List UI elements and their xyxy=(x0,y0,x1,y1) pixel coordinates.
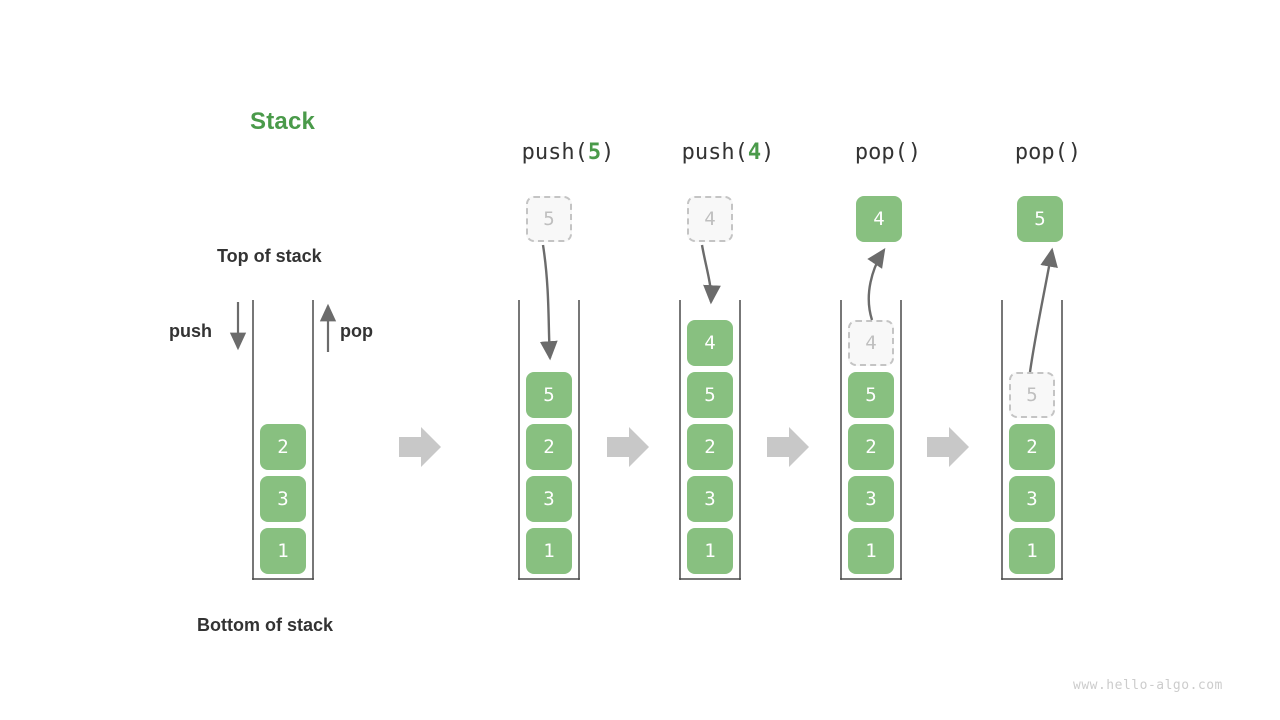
container-wall-right xyxy=(900,300,902,580)
container-wall-left xyxy=(252,300,254,580)
container-floor xyxy=(840,578,902,580)
container-wall-right xyxy=(312,300,314,580)
stack-cell: 2 xyxy=(848,424,894,470)
stack-cell: 3 xyxy=(1009,476,1055,522)
container-floor xyxy=(518,578,580,580)
flow-arrow-1 xyxy=(399,427,441,467)
operation-name: push( xyxy=(521,140,588,165)
stack-cell: 1 xyxy=(260,528,306,574)
stack-cell: 2 xyxy=(260,424,306,470)
popped-element: 4 xyxy=(856,196,902,242)
container-floor xyxy=(1001,578,1063,580)
stack-cell: 1 xyxy=(687,528,733,574)
label-bottom-of-stack: Bottom of stack xyxy=(197,615,334,635)
stack-cell: 5 xyxy=(687,372,733,418)
stack-cell: 3 xyxy=(848,476,894,522)
stack-cell: 3 xyxy=(526,476,572,522)
operation-close-paren: ) xyxy=(907,140,922,165)
label-pop: pop xyxy=(340,321,373,341)
stack-cell: 2 xyxy=(687,424,733,470)
container-floor xyxy=(679,578,741,580)
operation-close-paren: ) xyxy=(761,140,775,165)
flow-arrow-2 xyxy=(607,427,649,467)
stack-cell: 4 xyxy=(687,320,733,366)
operation-header-pop-1: pop() xyxy=(798,140,978,165)
stack-cell-ghost: 4 xyxy=(848,320,894,366)
container-floor xyxy=(252,578,314,580)
operation-header-pop-2: pop() xyxy=(958,140,1138,165)
operation-argument: 4 xyxy=(747,140,762,165)
label-push: push xyxy=(169,321,212,341)
stack-cell: 1 xyxy=(1009,528,1055,574)
container-wall-right xyxy=(739,300,741,580)
container-wall-left xyxy=(840,300,842,580)
container-wall-left xyxy=(518,300,520,580)
stack-cell: 3 xyxy=(260,476,306,522)
page-title: Stack xyxy=(250,108,316,135)
stack-cell-ghost: 5 xyxy=(1009,372,1055,418)
operation-close-paren: ) xyxy=(1067,140,1082,165)
flow-arrow-4 xyxy=(927,427,969,467)
stack-container xyxy=(252,300,314,580)
container-wall-right xyxy=(1061,300,1063,580)
stack-cell: 5 xyxy=(526,372,572,418)
operation-argument: 5 xyxy=(587,140,602,165)
watermark: www.hello-algo.com xyxy=(1073,678,1223,693)
stack-container xyxy=(1001,300,1063,580)
stack-cell: 3 xyxy=(687,476,733,522)
incoming-element-ghost: 5 xyxy=(526,196,572,242)
operation-close-paren: ) xyxy=(601,140,615,165)
stack-cell: 1 xyxy=(526,528,572,574)
container-wall-left xyxy=(679,300,681,580)
label-top-of-stack: Top of stack xyxy=(217,246,322,266)
flow-arrow-3 xyxy=(767,427,809,467)
operation-name: push( xyxy=(681,140,748,165)
stack-cell: 5 xyxy=(848,372,894,418)
container-wall-right xyxy=(578,300,580,580)
stack-container xyxy=(840,300,902,580)
popped-element: 5 xyxy=(1017,196,1063,242)
operation-header-push-5: push(5) xyxy=(478,140,658,165)
motion-arrow-push-4 xyxy=(700,244,721,305)
stack-cell: 1 xyxy=(848,528,894,574)
container-wall-left xyxy=(1001,300,1003,580)
incoming-element-ghost: 4 xyxy=(687,196,733,242)
operation-name: pop( xyxy=(1014,140,1068,165)
stack-cell: 2 xyxy=(1009,424,1055,470)
operation-name: pop( xyxy=(854,140,908,165)
stack-container xyxy=(518,300,580,580)
operation-header-push-4: push(4) xyxy=(638,140,818,165)
stack-container xyxy=(679,300,741,580)
stack-cell: 2 xyxy=(526,424,572,470)
